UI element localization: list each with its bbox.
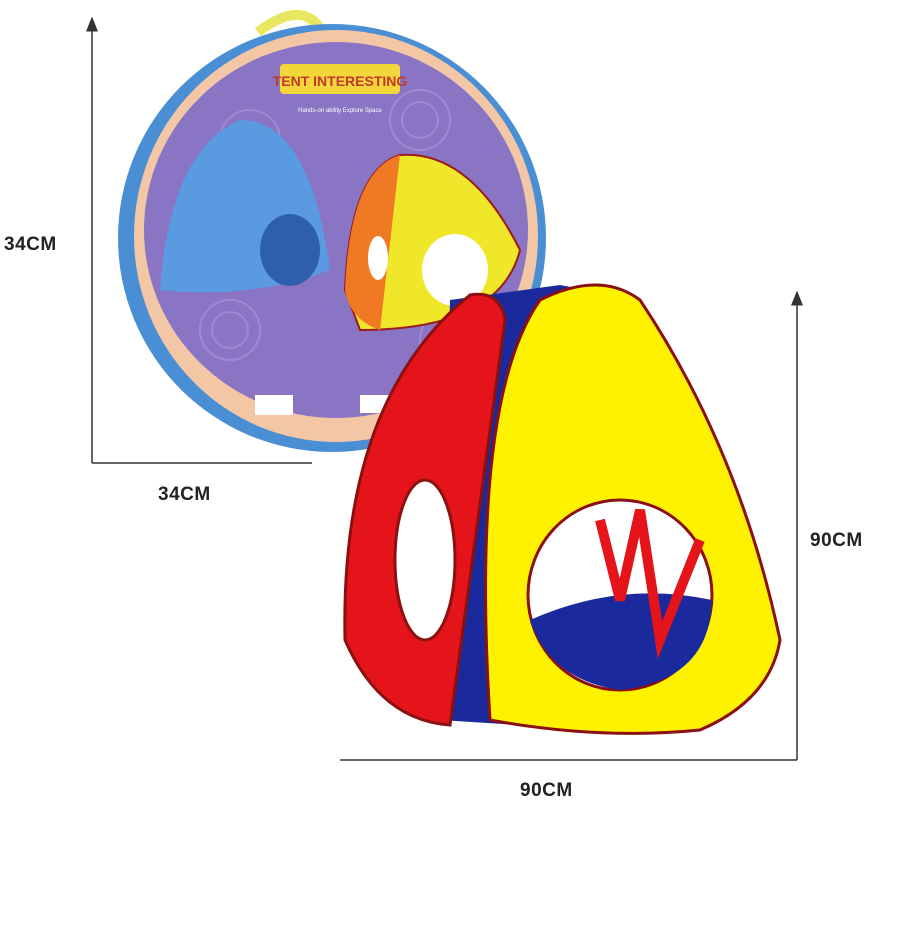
tent-illustration: [343, 283, 782, 735]
tent-width-label: 90CM: [520, 780, 573, 801]
package-height-label: 34CM: [4, 234, 57, 255]
tent-dimension-lines: [340, 290, 803, 761]
package-width-label: 34CM: [158, 484, 211, 505]
package-dimension-lines: [86, 16, 312, 464]
svg-text:TENT INTERESTING: TENT INTERESTING: [273, 73, 408, 89]
package-subtitle: Hands-on ability Explore Space: [298, 108, 382, 114]
tent-height-label: 90CM: [810, 530, 863, 551]
package-logo: [280, 64, 400, 94]
